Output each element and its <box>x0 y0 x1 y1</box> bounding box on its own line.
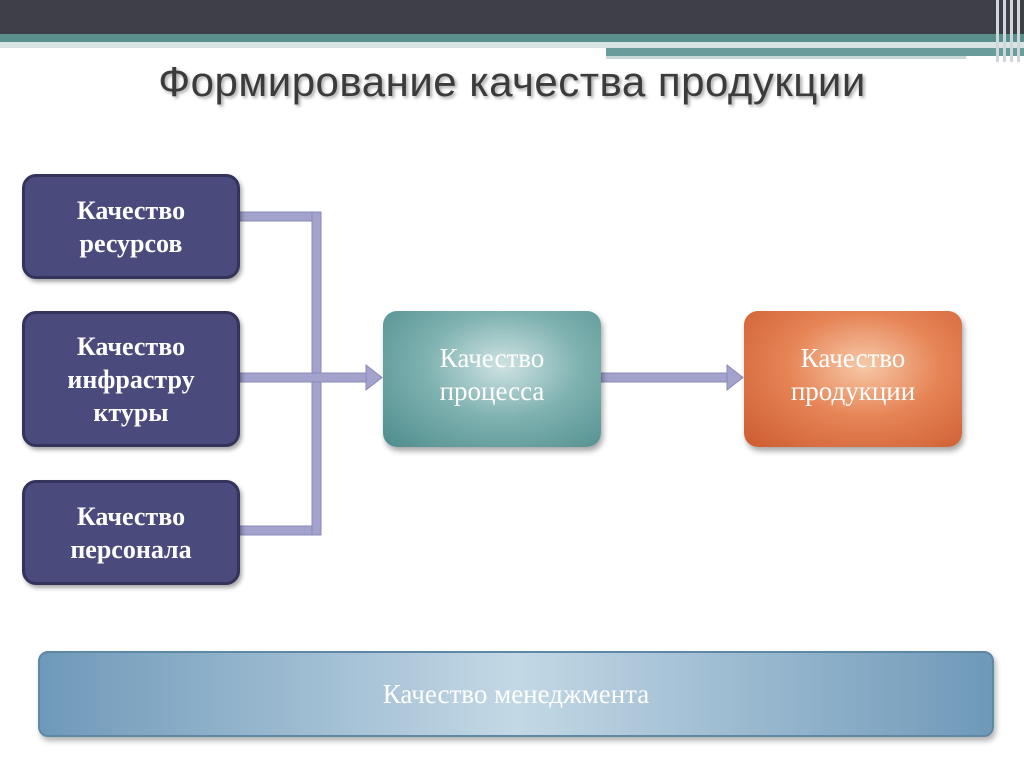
header-bar-light <box>0 42 1024 48</box>
box-label-line: процесса <box>439 376 545 406</box>
slide-title: Формирование качества продукции <box>158 58 866 105</box>
box-label-line: продукции <box>790 376 916 406</box>
management-label: Качество менеджмента <box>382 678 650 709</box>
box-label-line: Качество <box>76 195 186 225</box>
management-quality-bar: Качество менеджмента <box>38 651 994 737</box>
connector-resources <box>239 211 321 222</box>
infrastructure-quality-box: Качество инфрастру ктуры <box>22 311 240 447</box>
resources-quality-box: Качество ресурсов <box>22 174 240 279</box>
box-label-line: Качество <box>800 343 906 373</box>
header-stripe <box>1010 0 1013 62</box>
box-label-line: Качество <box>76 501 186 531</box>
header-bar-accent <box>606 48 1024 56</box>
connector-process-product <box>600 372 730 383</box>
header-accent-line <box>606 56 966 59</box>
connector-personnel <box>239 525 321 536</box>
connector-infrastructure <box>239 372 369 383</box>
arrow-to-process <box>365 363 383 392</box>
header-stripe <box>1017 0 1020 62</box>
header-stripe <box>1003 0 1006 62</box>
header-bar-dark <box>0 0 1024 34</box>
personnel-quality-box: Качество персонала <box>22 480 240 585</box>
box-label-line: ресурсов <box>79 228 183 258</box>
box-label-line: инфрастру <box>67 364 195 394</box>
header-bar-teal <box>0 34 1024 42</box>
process-quality-box: Качество процесса <box>383 311 601 447</box>
box-label-line: Качество <box>439 343 545 373</box>
box-label-line: персонала <box>70 534 192 564</box>
header-stripe <box>996 0 999 62</box>
box-label-line: Качество <box>76 331 186 361</box>
product-quality-box: Качество продукции <box>744 311 962 447</box>
arrow-to-product <box>726 363 744 392</box>
box-label-line: ктуры <box>93 397 169 427</box>
